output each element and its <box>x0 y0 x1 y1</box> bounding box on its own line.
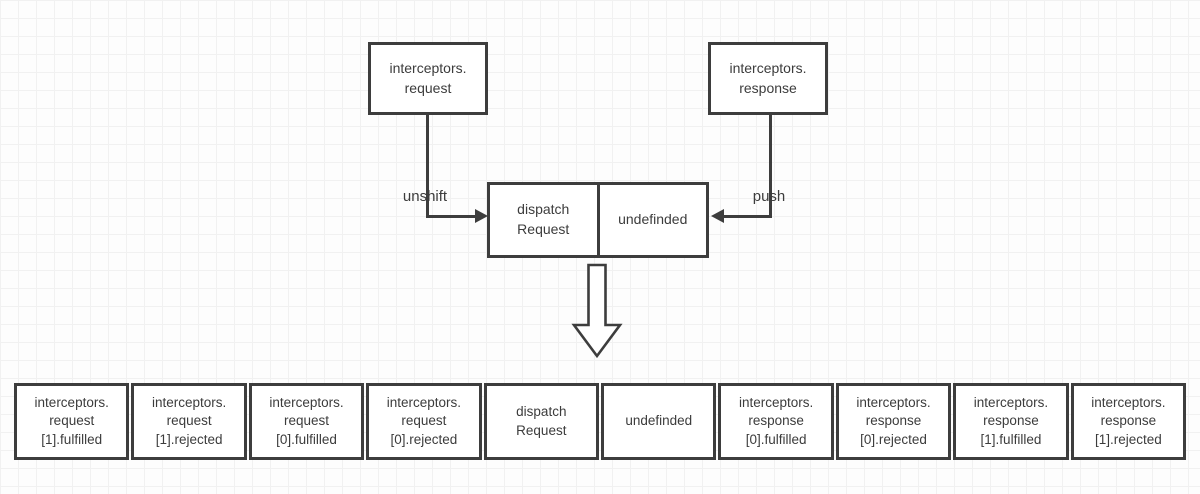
dispatch-request-cell: dispatch Request <box>490 185 600 255</box>
chain-cell-response-1-rejected: interceptors. response [1].rejected <box>1070 383 1187 460</box>
chain-cell-response-1-fulfilled: interceptors. response [1].fulfilled <box>953 383 1069 460</box>
cell-label-line: Request <box>516 422 567 438</box>
cell-label-line: dispatch <box>517 201 570 218</box>
cell-label-line: interceptors. <box>34 395 109 411</box>
cell-label-line: interceptors. <box>973 395 1049 411</box>
chain-cell-request-1-rejected: interceptors. request [1].rejected <box>131 383 247 460</box>
cell-label-line: [0].rejected <box>860 431 927 447</box>
cell-label-line: [1].fulfilled <box>41 431 103 447</box>
push-connector-horizontal-line <box>724 215 772 218</box>
chain-cell-undefined: undefinded <box>601 383 717 460</box>
cell-label-line: response <box>983 413 1039 429</box>
box-label-line: interceptors. <box>729 59 807 76</box>
cell-label-line: interceptors. <box>386 395 462 411</box>
cell-label-line: [0].fulfilled <box>745 431 807 447</box>
cell-label-line: request <box>49 413 95 429</box>
chain-cell-dispatch-request: dispatch Request <box>483 383 600 460</box>
big-down-arrow-icon <box>571 263 623 359</box>
cell-label-line: interceptors. <box>151 395 227 411</box>
cell-label-line: undefinded <box>618 211 688 228</box>
cell-label-line: request <box>401 413 447 429</box>
interceptors-request-box: interceptors. request <box>368 42 488 115</box>
chain-cell-response-0-rejected: interceptors. response [0].rejected <box>835 383 952 460</box>
cell-label-line: dispatch <box>516 404 567 420</box>
left-arrowhead-icon <box>711 209 724 223</box>
cell-label-line: Request <box>517 221 570 237</box>
unshift-connector-vertical-line <box>426 115 429 217</box>
box-label-line: interceptors. <box>389 59 467 76</box>
dispatch-queue-box: dispatch Request undefinded <box>487 182 709 258</box>
cell-label-line: [0].fulfilled <box>276 431 337 447</box>
cell-label-line: interceptors. <box>1091 395 1166 411</box>
cell-label-line: [1].rejected <box>155 431 223 447</box>
cell-label-line: interceptors. <box>856 395 931 411</box>
chain-cell-request-0-fulfilled: interceptors. request [0].fulfilled <box>248 383 365 460</box>
cell-label-line: request <box>284 413 330 429</box>
cell-label-line: [1].fulfilled <box>980 431 1042 447</box>
interceptor-chain-row: interceptors. request [1].fulfilled inte… <box>14 383 1187 460</box>
undefined-cell: undefinded <box>600 185 707 255</box>
push-label: push <box>752 188 786 205</box>
right-arrowhead-icon <box>475 209 488 223</box>
cell-label-line: interceptors. <box>269 395 344 411</box>
cell-label-line: interceptors. <box>738 395 814 411</box>
unshift-label: unshift <box>402 188 448 205</box>
box-label-line: response <box>739 79 797 96</box>
interceptors-response-box: interceptors. response <box>708 42 828 115</box>
cell-label-line: response <box>748 413 804 429</box>
push-connector-vertical-line <box>769 115 772 217</box>
cell-label-line: [1].rejected <box>1094 431 1162 447</box>
chain-cell-request-1-fulfilled: interceptors. request [1].fulfilled <box>14 383 130 460</box>
cell-label-line: response <box>1100 413 1157 429</box>
chain-cell-request-0-rejected: interceptors. request [0].rejected <box>366 383 482 460</box>
cell-label-line: [0].rejected <box>390 431 458 447</box>
cell-label-line: request <box>166 413 212 429</box>
cell-label-line: response <box>865 413 922 429</box>
cell-label-line: undefinded <box>625 413 693 429</box>
unshift-connector-horizontal-line <box>426 215 476 218</box>
chain-cell-response-0-fulfilled: interceptors. response [0].fulfilled <box>718 383 834 460</box>
box-label-line: request <box>404 79 452 96</box>
